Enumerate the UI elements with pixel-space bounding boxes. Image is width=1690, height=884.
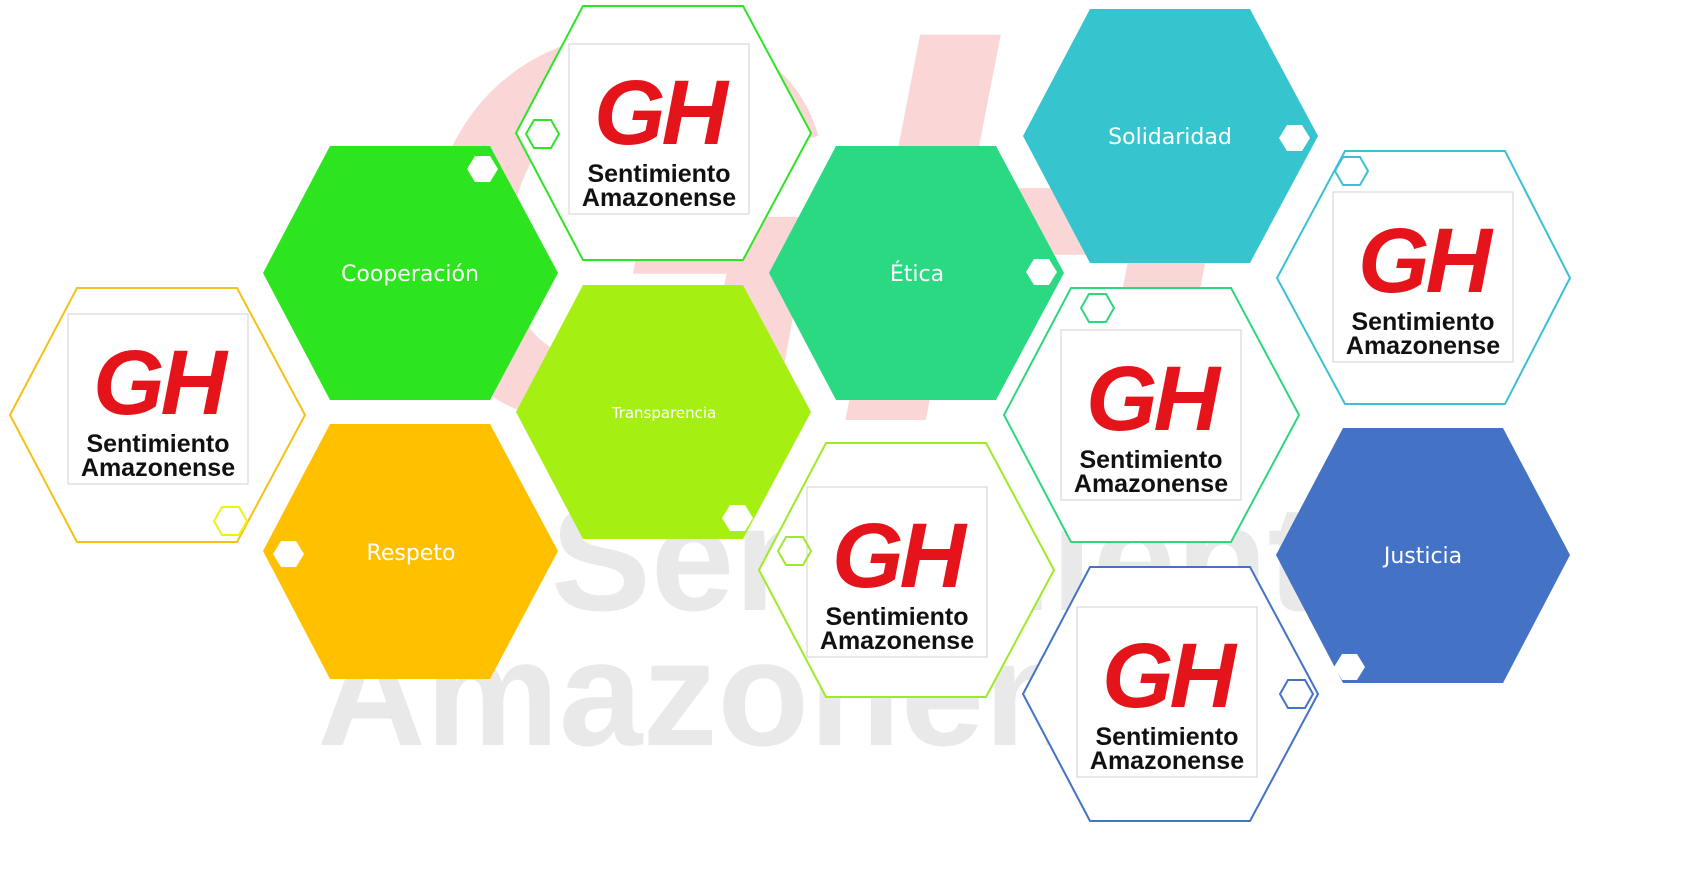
hexagon-dot-icon (722, 505, 753, 531)
gh-logo (67, 313, 249, 485)
value-hex-transparencia: Transparencia (516, 285, 811, 539)
value-label: Respeto (367, 541, 456, 566)
logo-hex-left (8, 287, 307, 543)
gh-logo (806, 486, 988, 658)
hexagon-dot-icon (1278, 679, 1315, 709)
logo-hex-center-right (1002, 287, 1301, 543)
value-hex-justicia: Justicia (1276, 428, 1570, 683)
hexagon-dot-icon (524, 119, 561, 149)
gh-logo (568, 43, 750, 215)
value-label: Transparencia (611, 404, 717, 422)
value-hex-etica: Ética (769, 146, 1064, 400)
hexagon-dot-icon (273, 541, 304, 567)
value-label: Solidaridad (1108, 125, 1232, 150)
hexagon-dot-icon (212, 506, 249, 536)
logo-hex-right (1275, 150, 1572, 405)
logo-hexagons (8, 5, 1572, 822)
gh-logo (1332, 191, 1514, 363)
hexagon-dot-icon (1333, 156, 1370, 186)
hexagon-dot-icon (1279, 125, 1310, 151)
logo-hex-bottom (1021, 566, 1320, 822)
value-hexagons: Cooperación Respeto Transparencia Ética … (263, 9, 1570, 683)
value-label: Cooperación (341, 262, 479, 287)
hexagon-dot-icon (1026, 259, 1057, 285)
hexagon-dot-icon (1079, 293, 1116, 323)
hexagon-dot-icon (776, 536, 813, 566)
value-hex-respeto: Respeto (263, 424, 558, 679)
hexagon-dot-icon (1334, 654, 1365, 680)
value-label: Ética (890, 261, 944, 287)
logo-hex-top (514, 5, 813, 261)
gh-logo (1060, 329, 1242, 501)
gh-logo (1076, 606, 1258, 778)
hexagon-dot-icon (467, 156, 498, 182)
value-hex-solidaridad: Solidaridad (1023, 9, 1318, 263)
value-label: Justicia (1382, 544, 1462, 569)
value-hex-cooperacion: Cooperación (263, 146, 558, 400)
logo-hex-mid (757, 442, 1056, 698)
